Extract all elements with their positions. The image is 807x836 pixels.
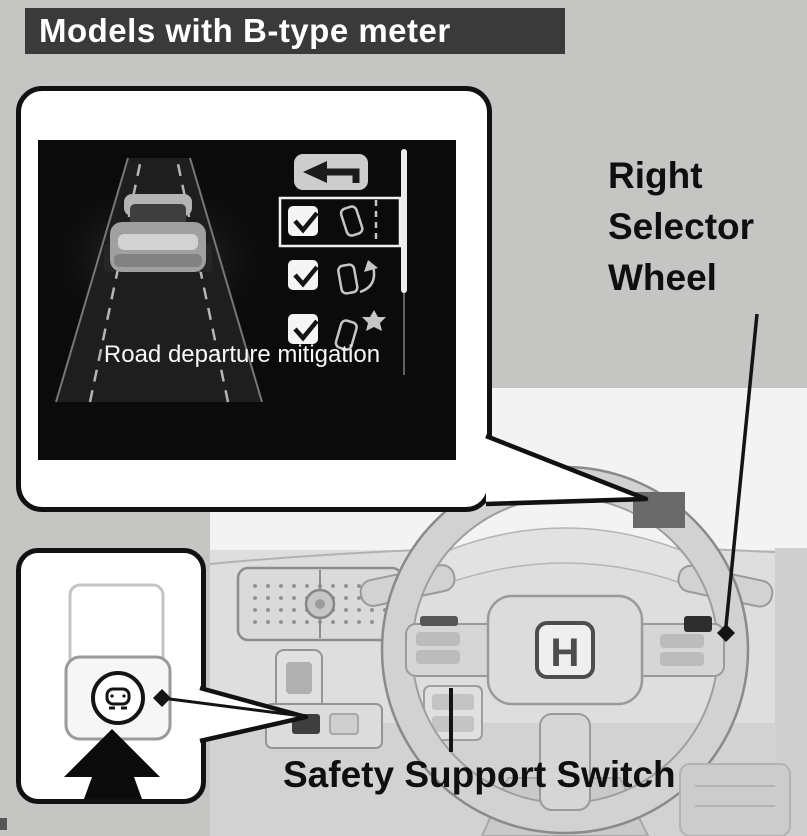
road-departure-mitigation-icon [339, 200, 378, 242]
safety-switch-callout [16, 548, 206, 804]
column-switch-panel [423, 685, 483, 741]
right-spoke [631, 623, 725, 677]
banner-label: Models with B-type meter [39, 12, 451, 49]
meter-screen: Road departure mitigation [38, 140, 456, 460]
selected-item-outline [278, 196, 402, 248]
honda-badge [535, 621, 595, 679]
check-mark-icon [293, 319, 319, 342]
steering-assist-icon [337, 260, 378, 295]
check-mark-icon [293, 265, 319, 288]
screen-caption: Road departure mitigation [104, 341, 380, 368]
safety-support-switch-icon [91, 671, 145, 725]
left-spoke-buttons [420, 616, 458, 626]
safety-support-switch-label: Safety Support Switch [283, 754, 676, 795]
check-mark-icon [293, 211, 319, 234]
bottom-spoke [539, 713, 591, 811]
road-graphic [55, 157, 263, 403]
right-selector-wheel-label: Right Selector Wheel [608, 155, 755, 299]
meter-display-callout: Road departure mitigation [16, 86, 492, 512]
safety-support-switch-panel [265, 703, 383, 749]
checkbox [288, 314, 318, 344]
lower-console [679, 763, 791, 836]
meter-screen-graphic: Road departure mitigation [38, 140, 456, 460]
safety-support-switch [292, 714, 320, 734]
checkbox [288, 206, 318, 236]
right-selector-wheel [684, 616, 712, 632]
back-arrow-icon [294, 154, 368, 190]
menu-checkboxes [288, 206, 319, 344]
collision-mitigation-icon [334, 310, 386, 351]
safety-switch-graphic [64, 583, 172, 799]
section-banner: Models with B-type meter [25, 8, 565, 54]
checkbox [288, 260, 318, 290]
honda-logo: H [551, 631, 580, 675]
page-artifact [0, 818, 7, 830]
car-graphic [104, 194, 212, 272]
up-arrow-icon [64, 729, 160, 799]
meter-location-marker [633, 492, 685, 528]
